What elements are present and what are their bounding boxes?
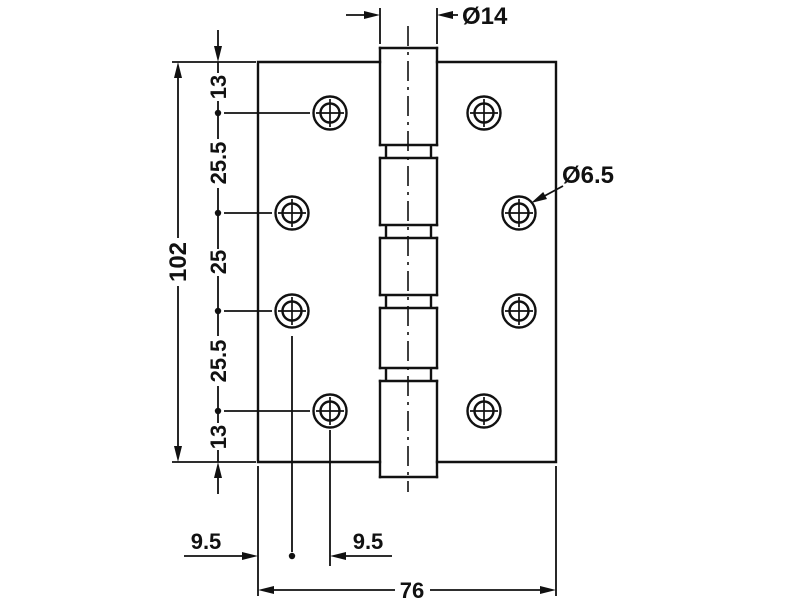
arrow-left-icon [258,586,274,594]
hole-outer [312,393,348,429]
chain-point-dot [214,407,222,415]
chain-point-dot [288,552,296,560]
arrow-leader-icon [531,192,547,203]
arrow-down-icon [214,46,222,62]
dim-label-hole-diameter: Ø6.5 [562,162,614,189]
hole-outer [274,195,310,231]
screw-hole [312,95,348,131]
hole-cross-icon [470,99,498,127]
dim-label-edge-offset: 9.5 [191,529,222,554]
screw-hole [274,293,310,329]
screw-hole [501,293,537,329]
dim-label-chain-5: 13 [206,425,231,449]
dim-overall-width: 76 [258,466,557,600]
dim-label-hole-col-offset: 9.5 [353,529,384,554]
hole-cross-icon [505,297,533,325]
dim-overall-height: 102 [165,61,256,463]
hole-outer [501,293,537,329]
screw-hole [501,195,537,231]
hole-cross-icon [470,397,498,425]
hole-cross-icon [316,99,344,127]
arrow-right-icon [242,552,258,560]
hole-cross-icon [278,199,306,227]
dim-vertical-chain: 13 25.5 25 25.5 13 [206,30,310,494]
hole-outer [466,95,502,131]
screw-hole [466,95,502,131]
hole-outer [501,195,537,231]
hole-cross-icon [316,397,344,425]
chain-point-dot [214,209,222,217]
dim-label-overall-height: 102 [165,242,192,282]
arrow-down-icon [174,446,182,462]
dim-label-chain-3: 25 [206,250,231,274]
plate-outline [256,60,558,464]
hole-cross-icon [505,199,533,227]
dim-barrel-diameter: Ø14 [346,3,508,44]
dim-label-barrel-diameter: Ø14 [462,3,508,30]
extension-lines [172,61,256,463]
chain-point-dot [214,109,222,117]
screw-holes [274,95,537,429]
screw-hole [274,195,310,231]
arrow-left-icon [437,11,453,19]
arrow-up-icon [174,62,182,78]
hole-outer [466,393,502,429]
hole-outer [274,293,310,329]
dim-hole-diameter: Ø6.5 [531,162,614,203]
arrow-right-icon [364,11,380,19]
arrow-up-icon [214,462,222,478]
dim-label-chain-1: 13 [206,75,231,99]
hole-cross-icon [278,297,306,325]
dim-bottom-offsets: 9.5 9.5 [184,336,392,596]
barrel-caps [378,46,439,479]
dim-label-chain-2: 25.5 [206,142,231,185]
arrow-right-icon [540,586,556,594]
dim-label-chain-4: 25.5 [206,340,231,383]
screw-hole [466,393,502,429]
hinge-plate [256,60,558,464]
screw-hole [312,393,348,429]
arrow-left-icon [330,552,346,560]
dim-label-overall-width: 76 [400,578,424,600]
extension-lines [379,8,438,44]
hole-outer [312,95,348,131]
hole-extension-lines [224,112,310,412]
chain-point-dot [214,307,222,315]
